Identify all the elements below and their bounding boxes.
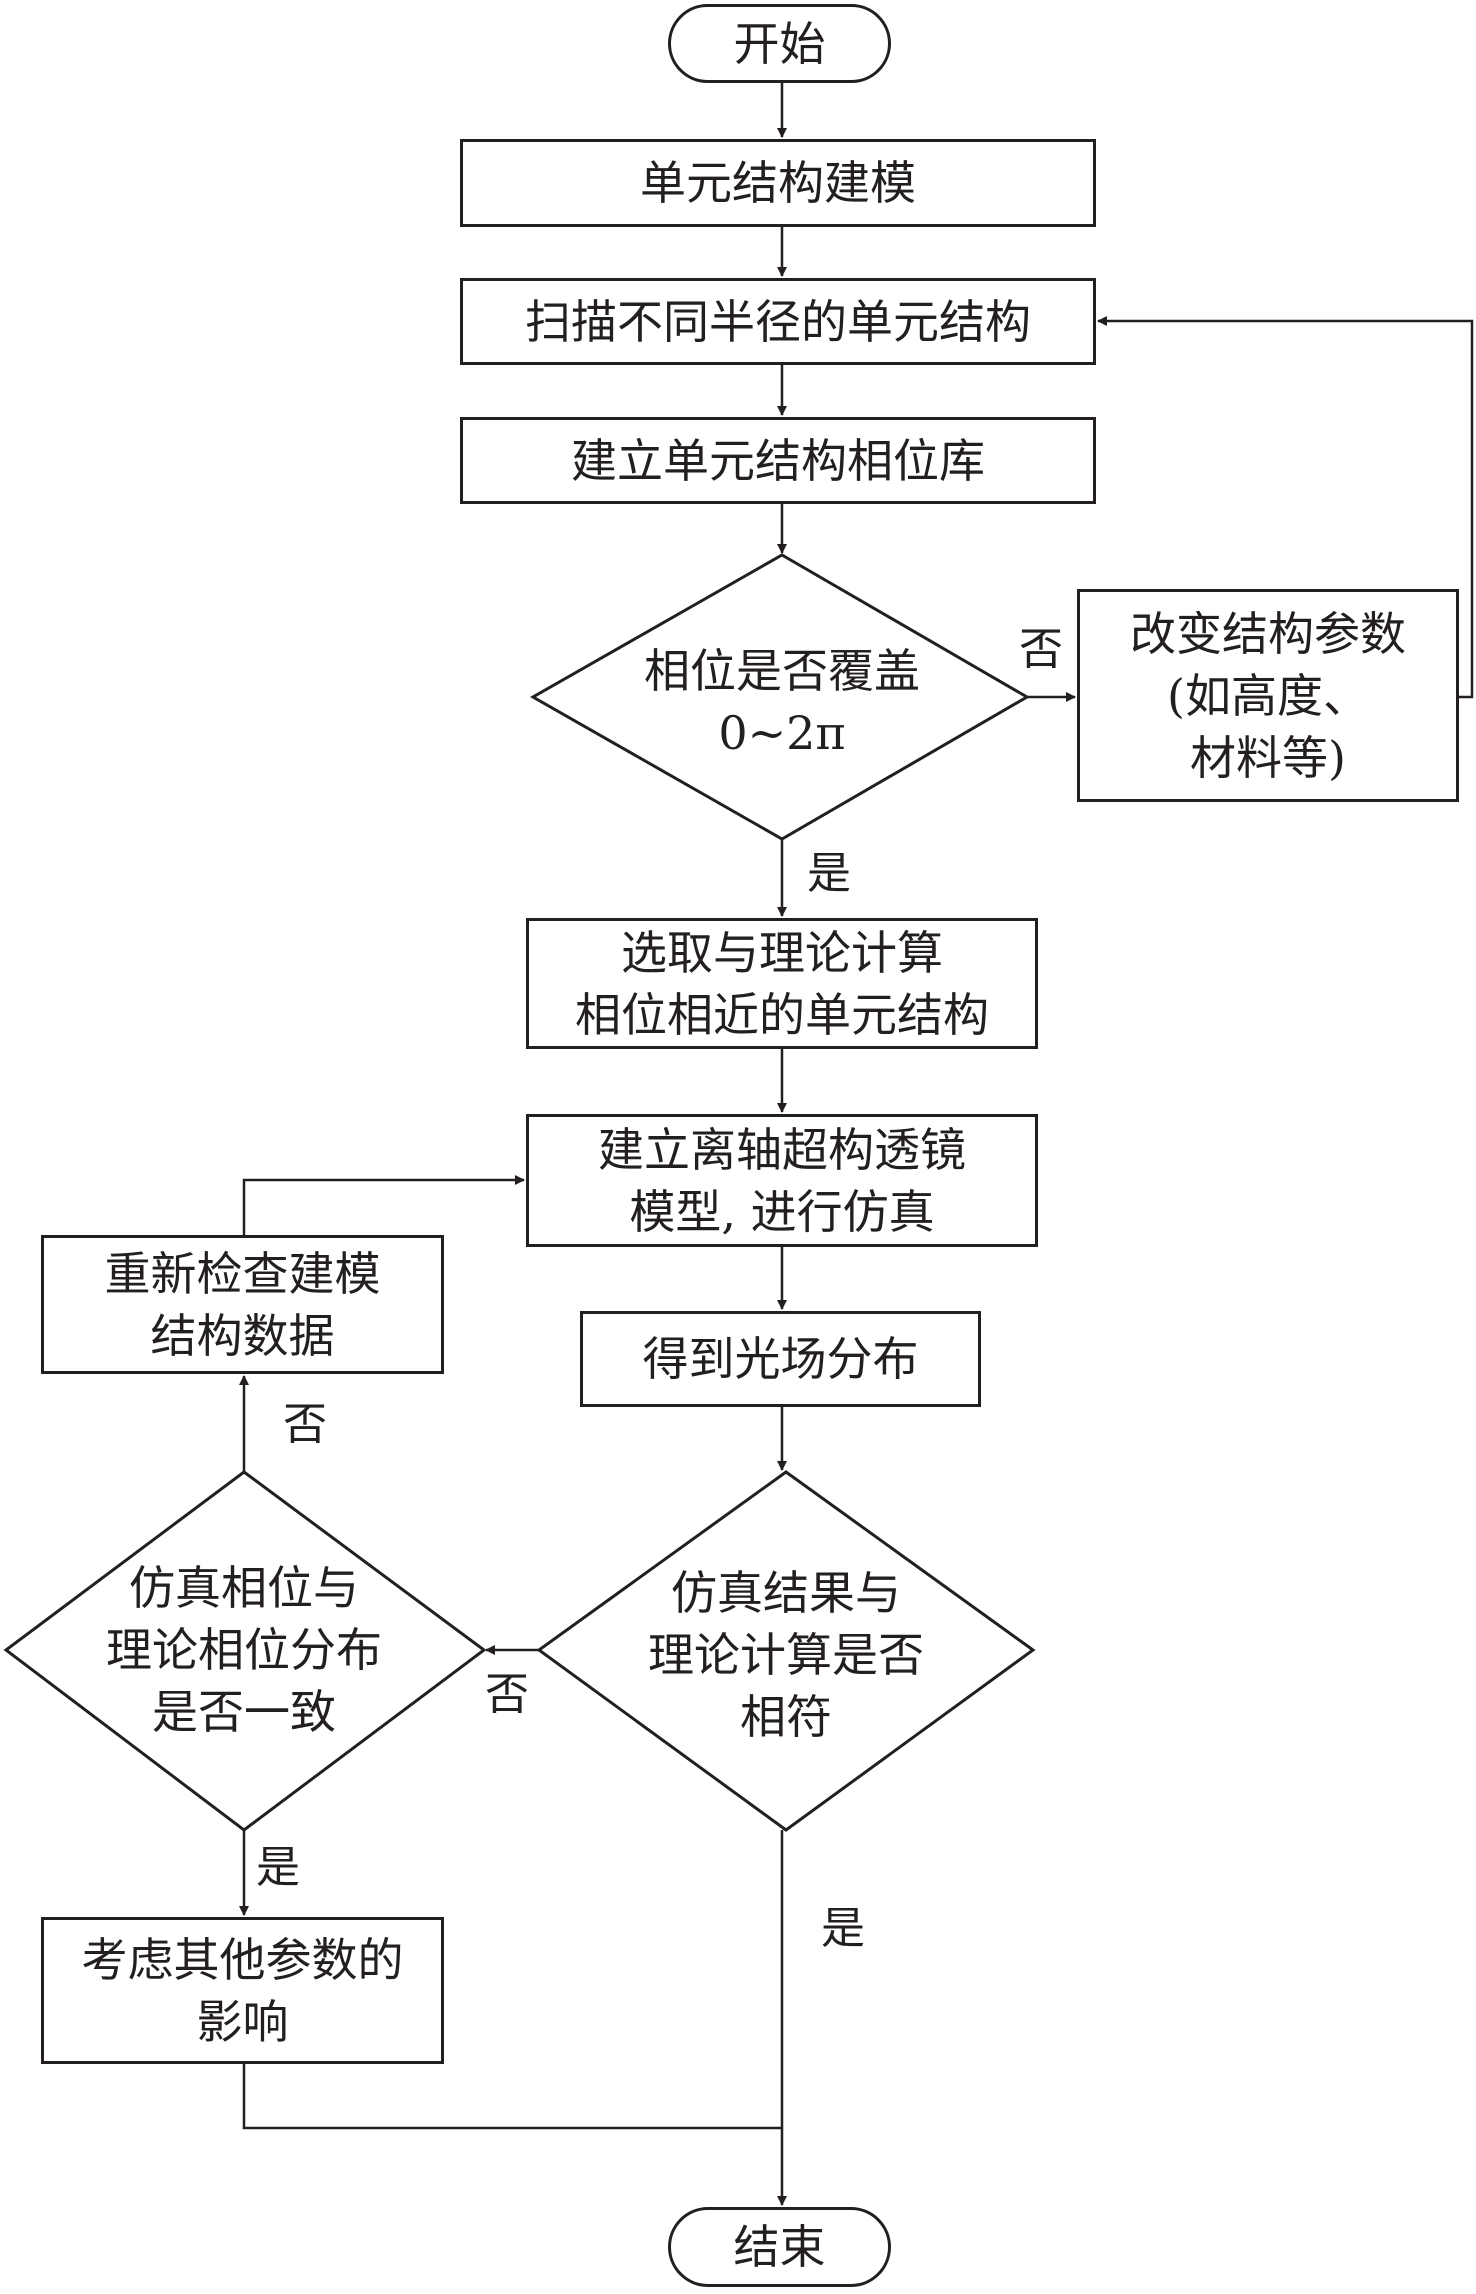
step-line: 改变结构参数 [1130,606,1406,661]
step-change-params: 改变结构参数 (如高度、 材料等) [1077,589,1459,802]
step-build-phase-library: 建立单元结构相位库 [460,417,1096,504]
start-terminal: 开始 [668,4,891,83]
step-line: 模型, 进行仿真 [629,1184,935,1239]
step-line: 影响 [196,1994,289,2049]
step-line: 结构数据 [150,1308,335,1363]
step-line: (如高度、 [1167,668,1369,723]
step-unit-modeling: 单元结构建模 [460,139,1096,227]
step-get-field: 得到光场分布 [580,1311,981,1407]
decision-line: 相符 [740,1690,832,1744]
end-terminal: 结束 [668,2207,891,2287]
step-consider-other: 考虑其他参数的 影响 [41,1917,444,2064]
edge-label-phase-yes: 是 [256,1842,300,1893]
decision-phase-match-shape [3,1470,487,1832]
step-select-units: 选取与理论计算 相位相近的单元结构 [526,918,1038,1049]
decision-phase-match: 仿真相位与 理论相位分布 是否一致 [64,1555,424,1745]
step-line: 考虑其他参数的 [81,1932,404,1987]
decision-result-match-shape [536,1470,1036,1832]
decision-line: 理论相位分布 [106,1623,382,1677]
step-line: 材料等) [1190,730,1346,785]
decision-line: 是否一致 [152,1685,336,1739]
edge-label-coverage-no: 否 [1019,624,1063,675]
decision-result-match: 仿真结果与 理论计算是否 相符 [606,1560,966,1750]
step-scan-radius: 扫描不同半径的单元结构 [460,278,1096,365]
decision-line: 理论计算是否 [648,1628,924,1682]
step-recheck-data: 重新检查建模 结构数据 [41,1235,444,1374]
step-line: 重新检查建模 [104,1246,381,1301]
decision-line: 0~2π [718,706,846,760]
step-line: 选取与理论计算 [621,925,943,980]
edge-label-result-yes: 是 [821,1903,865,1954]
decision-line: 仿真结果与 [671,1566,901,1620]
step-line: 相位相近的单元结构 [575,987,989,1042]
arrow-change-to-scan [1097,316,1474,699]
arrow-recheck-to-build [242,1175,525,1235]
decision-line: 相位是否覆盖 [644,644,920,698]
decision-phase-coverage: 相位是否覆盖 0~2π [600,640,964,764]
edge-label-result-no: 否 [485,1669,529,1720]
line-consider-to-join [242,2064,782,2130]
edge-label-coverage-yes: 是 [807,848,851,899]
decision-phase-coverage-shape [529,553,1030,841]
edge-label-phase-no: 否 [283,1399,327,1450]
decision-line: 仿真相位与 [129,1561,359,1615]
step-line: 建立离轴超构透镜 [598,1122,966,1177]
step-build-lens-model: 建立离轴超构透镜 模型, 进行仿真 [526,1114,1038,1247]
